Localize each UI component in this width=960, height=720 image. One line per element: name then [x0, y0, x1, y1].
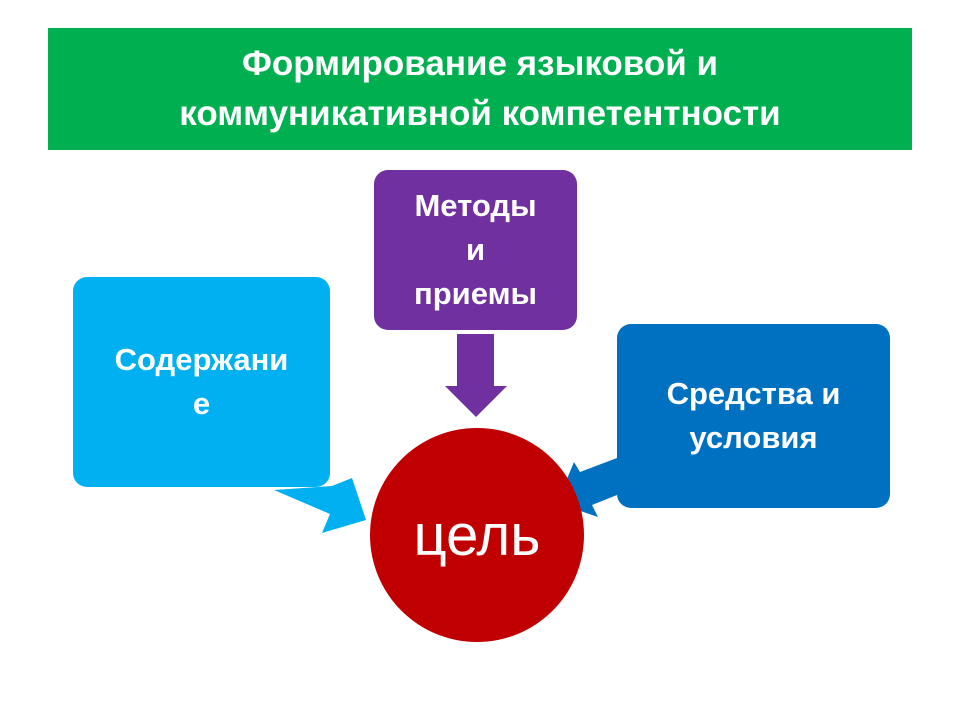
goal-circle: цель [370, 428, 584, 642]
content-arrow-icon [274, 478, 366, 533]
content-line-1: Содержани [114, 342, 289, 377]
content-line-2: е [192, 386, 211, 421]
means-line-2: условия [689, 420, 818, 455]
title-line-2: коммуникативной компетентности [179, 94, 781, 133]
goal-label: цель [413, 502, 541, 568]
title-line-1: Формирование языковой и [241, 44, 719, 83]
means-box: Средства и условия [617, 324, 890, 508]
methods-box: Методы и приемы [374, 170, 577, 330]
methods-arrow-icon [445, 334, 507, 417]
slide-title: Формирование языковой и коммуникативной … [48, 28, 912, 150]
means-line-1: Средства и [666, 376, 841, 411]
content-box: Содержани е [73, 277, 330, 487]
methods-line-1: Методы [414, 188, 537, 223]
methods-line-2: и [465, 232, 486, 267]
methods-line-3: приемы [414, 276, 537, 311]
